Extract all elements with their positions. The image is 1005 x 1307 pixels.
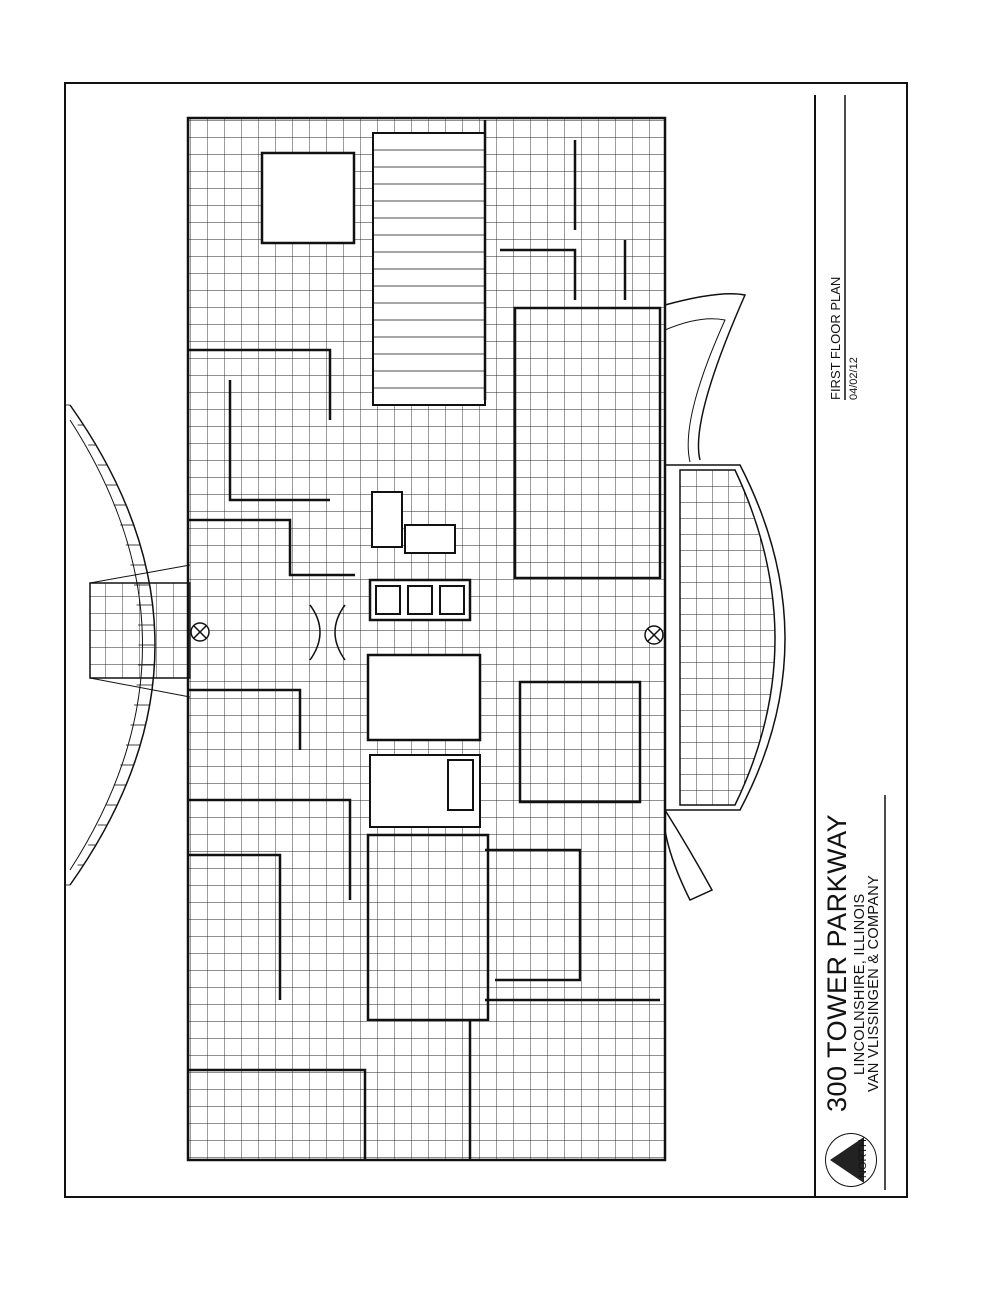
project-title: 300 TOWER PARKWAY (822, 813, 852, 1112)
sheet-border (64, 82, 908, 1198)
north-label: NORTH (857, 1139, 869, 1178)
building-footprint (186, 116, 667, 1162)
plan-date: 04/02/12 (848, 357, 860, 400)
west-plaza (66, 404, 191, 886)
plan-title: FIRST FLOOR PLAN (828, 276, 843, 400)
east-plaza (664, 293, 786, 901)
north-arrow-icon (825, 1133, 877, 1187)
firm-name: VAN VLISSINGEN & COMPANY (866, 875, 882, 1092)
